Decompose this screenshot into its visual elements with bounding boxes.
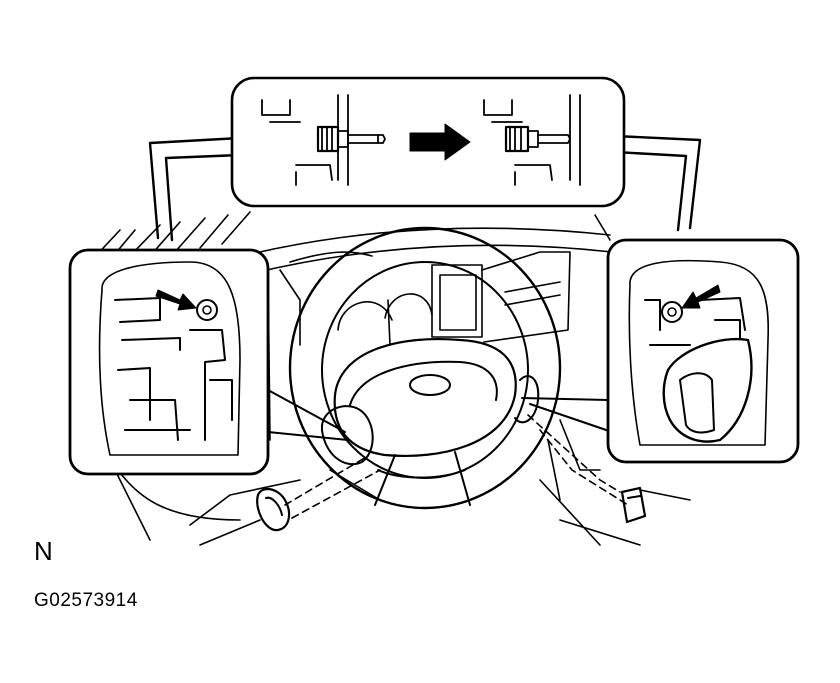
- screw-after-view: [483, 94, 581, 186]
- figure-label-letter: N: [34, 536, 53, 566]
- removal-paths: [284, 414, 629, 519]
- pointer-arrow-icon: [681, 284, 721, 309]
- left-detail-box: [68, 248, 270, 476]
- screw-cover-parts: [256, 486, 647, 532]
- screw-before-view: [261, 94, 386, 186]
- screw-detail-box: [230, 76, 626, 208]
- right-arrow-icon: [409, 123, 471, 161]
- steering-wheel: [288, 226, 562, 510]
- top-callout-bracket: [148, 134, 702, 242]
- figure-code: G02573914: [34, 590, 138, 611]
- pointer-arrow-icon: [155, 289, 197, 311]
- right-detail-box: [606, 238, 800, 464]
- callout-leader-lines: [267, 389, 613, 441]
